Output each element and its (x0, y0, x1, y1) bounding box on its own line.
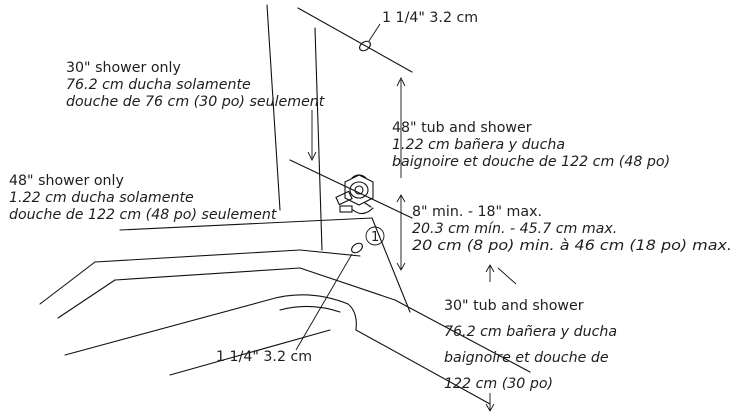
shower-arm-pipe (297, 7, 413, 73)
tub-shower-48-fr: baignoire et douche de 122 cm (48 po) (392, 154, 670, 170)
tub-shower-30-en: 30" tub and shower (444, 298, 584, 314)
bathtub-outline (39, 217, 531, 405)
tub-shower-48-es: 1.22 cm bañera y ducha (392, 137, 565, 153)
tub-shower-30-fr1: baignoire et douche de (444, 350, 609, 366)
range-fr: 20 cm (8 po) min. à 46 cm (18 po) max. (412, 238, 732, 254)
shower-48-en: 48" shower only (9, 173, 124, 189)
shower-30-fr: douche de 76 cm (30 po) seulement (66, 94, 325, 110)
shower-30-en: 30" shower only (66, 60, 181, 76)
range-en: 8" min. - 18" max. (412, 204, 542, 220)
callout-number: 1 (371, 230, 379, 245)
valve-pipe (289, 159, 413, 219)
bottom-hole-label: 1 1/4" 3.2 cm (216, 349, 312, 365)
tub-spout-hole (295, 242, 363, 351)
tub-shower-30-es: 76.2 cm bañera y ducha (444, 324, 617, 340)
top-hole-label: 1 1/4" 3.2 cm (382, 10, 478, 26)
range-es: 20.3 cm mín. - 45.7 cm max. (412, 221, 617, 237)
shower-48-fr: douche de 122 cm (48 po) seulement (9, 207, 277, 223)
shower-48-es: 1.22 cm ducha solamente (9, 190, 194, 206)
tub-shower-48-en: 48" tub and shower (392, 120, 532, 136)
dimension-arrow-30-tub-shower (485, 264, 517, 412)
dimension-arrow-30-shower (307, 110, 317, 162)
tub-shower-30-fr2: 122 cm (30 po) (444, 376, 553, 392)
dimension-range-8-18 (396, 194, 406, 271)
valve-icon (335, 174, 374, 215)
dimension-arrow-48-tub-shower (396, 76, 406, 178)
wall-corner-lines (266, 4, 323, 251)
shower-30-es: 76.2 cm ducha solamente (66, 77, 251, 93)
callout-1: 1 (365, 226, 385, 246)
